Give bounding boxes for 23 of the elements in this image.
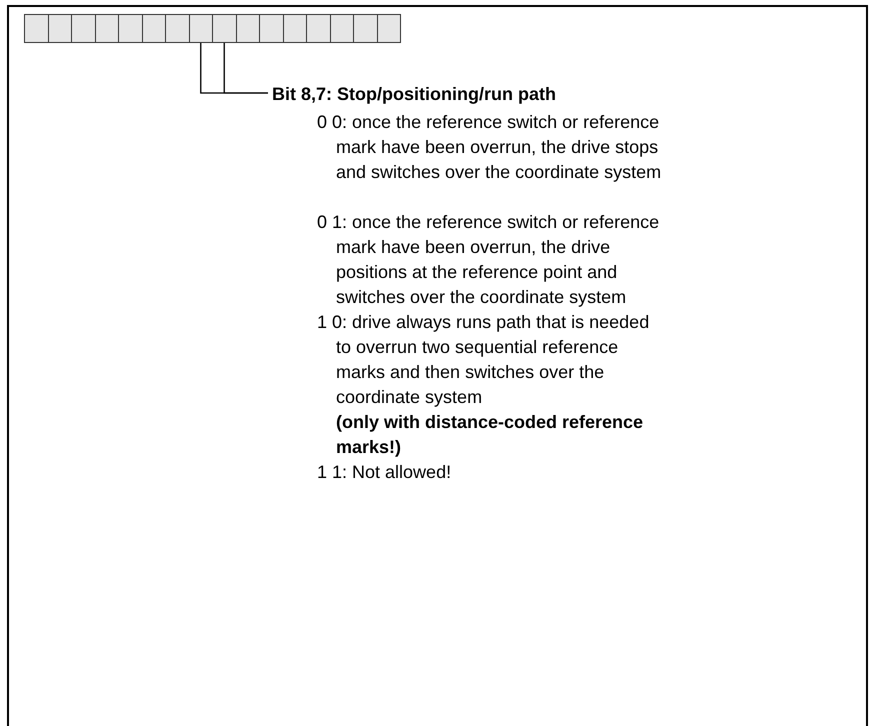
- bit-cell: [376, 14, 401, 43]
- leader-line: [224, 43, 268, 94]
- setting-description: 1 0: drive always runs path that is needed to overrun two sequential reference marks and then switches over the coordinate system: [317, 311, 650, 409]
- setting-description: 0 0: once the reference switch or reference mark have been overrun, the drive stops and switches over the coordinate system: [317, 111, 662, 184]
- bit-cell: [259, 14, 284, 43]
- bit-cell: [118, 14, 142, 43]
- bit-cell: [24, 14, 48, 43]
- setting-description: 1 1: Not allowed!: [317, 461, 452, 484]
- bit-cell: [165, 14, 190, 43]
- note-text: (only with distance-coded reference marks!): [336, 411, 644, 459]
- bit-cell: [282, 14, 307, 43]
- bit-cell: [236, 14, 260, 43]
- bit-cell: [71, 14, 96, 43]
- bit-cell: [353, 14, 378, 43]
- setting-description: 0 1: once the reference switch or reference mark have been overrun, the drive positions at the reference point and switches over the coordinate system: [317, 211, 660, 309]
- bit-cell: [188, 14, 213, 43]
- bit-field-heading: Bit 8,7: Stop/positioning/run path: [272, 82, 556, 107]
- bit-cell: [306, 14, 330, 43]
- bit-cell: [48, 14, 72, 43]
- bit-cell: [330, 14, 354, 43]
- bit-cell: [94, 14, 119, 43]
- bit-cell: [142, 14, 166, 43]
- bit-cell: [212, 14, 236, 43]
